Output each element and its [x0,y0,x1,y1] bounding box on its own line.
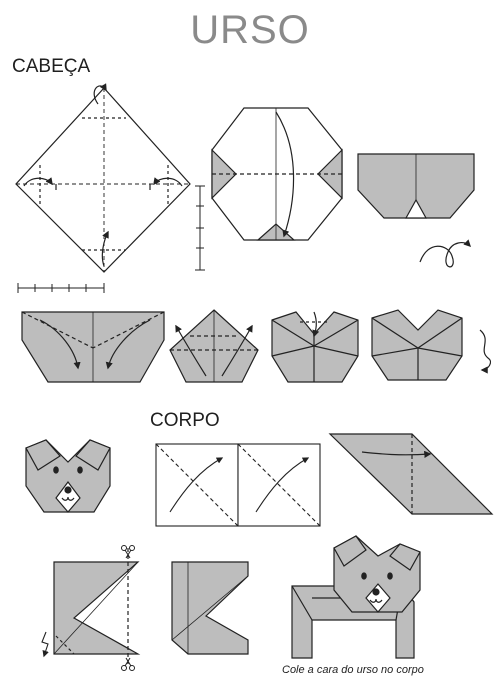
measure-ruler-vertical [195,185,205,271]
page-title: URSO [190,8,310,52]
finished-bear [291,535,421,659]
caption: Cole a cara do urso no corpo [282,664,424,676]
body-step-1-squares [155,443,321,527]
bear-head-finished [25,439,111,513]
body-step-4-shape [171,561,249,655]
measure-ruler-horizontal [17,283,105,293]
body-step-3-cut [53,548,141,666]
section-label-body: CORPO [150,410,220,431]
fold-arrow-icon [41,631,49,658]
step-1-square-diagonal [15,83,191,273]
step-5-ears-up [169,309,259,383]
step-7-head-shape [371,309,492,381]
step-3-trapezoid [357,153,475,268]
scissors-icon [121,545,135,559]
scissors-icon [121,657,135,671]
step-4-ears-fold [21,311,165,383]
section-label-head: CABEÇA [12,56,91,77]
step-2-octagon [211,107,343,241]
step-6-head-shape [271,311,359,383]
body-step-2-parallelogram [328,433,494,515]
